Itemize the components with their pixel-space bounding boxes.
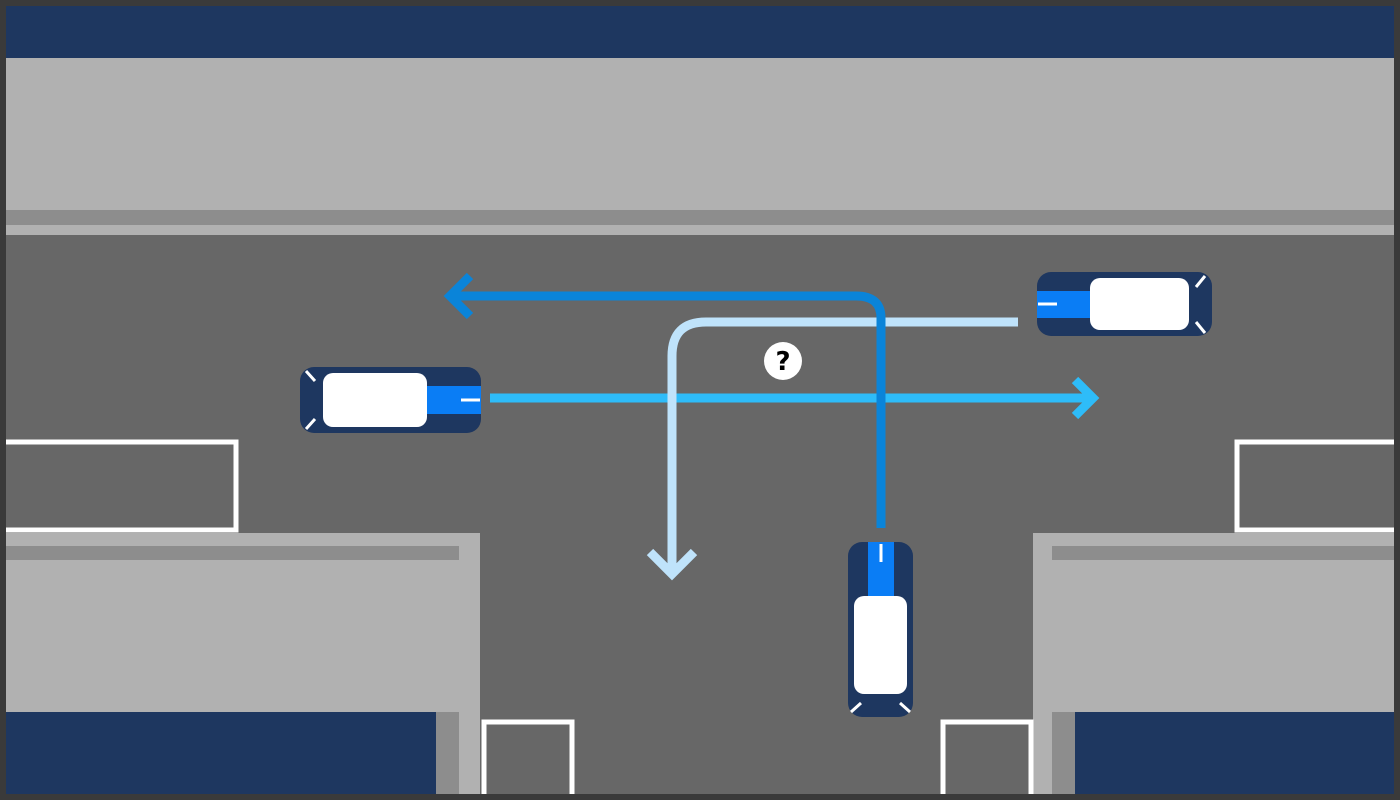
stop-box-west — [6, 439, 239, 533]
stop-box-south-right — [940, 719, 1034, 794]
right-turn-path-arrowhead — [646, 548, 698, 581]
car-south-window — [854, 596, 907, 694]
car-west-taillight-top — [304, 369, 317, 383]
curb-bottom-left-vertical — [436, 712, 459, 794]
car-south — [848, 542, 913, 717]
curb-bottom-left — [6, 546, 459, 560]
right-turn-path — [646, 317, 1018, 581]
car-south-taillight-right — [898, 701, 912, 714]
stop-box-south-left — [481, 719, 575, 794]
car-east-taillight-bottom — [1194, 321, 1207, 334]
car-west — [300, 367, 481, 433]
car-west-window — [323, 373, 427, 427]
straight-path-arrowhead — [1071, 376, 1100, 420]
left-turn-path-line — [452, 291, 886, 528]
car-south-taillight-left — [849, 701, 863, 714]
straight-path — [490, 376, 1100, 420]
question-mark: ? — [775, 347, 790, 377]
building-top — [6, 6, 1394, 58]
left-turn-path-arrowhead — [443, 272, 474, 320]
curb-bottom-right-vertical — [1052, 712, 1075, 794]
car-west-taillight-bottom — [304, 417, 317, 431]
left-turn-path — [443, 272, 886, 528]
question-marker-circle — [764, 342, 802, 380]
curb-bottom-right — [1052, 546, 1394, 560]
question-marker: ? — [764, 342, 802, 380]
car-east — [1037, 272, 1212, 336]
curb-edge-top — [6, 225, 1394, 235]
building-bottom-right — [1075, 712, 1394, 794]
curb-top — [6, 210, 1394, 225]
car-east-taillight-top — [1194, 275, 1207, 288]
building-bottom-left — [6, 712, 436, 794]
right-turn-path-line — [667, 317, 1018, 572]
car-east-window — [1090, 278, 1189, 330]
stop-box-east — [1234, 439, 1394, 533]
sidewalk-top — [6, 58, 1394, 210]
